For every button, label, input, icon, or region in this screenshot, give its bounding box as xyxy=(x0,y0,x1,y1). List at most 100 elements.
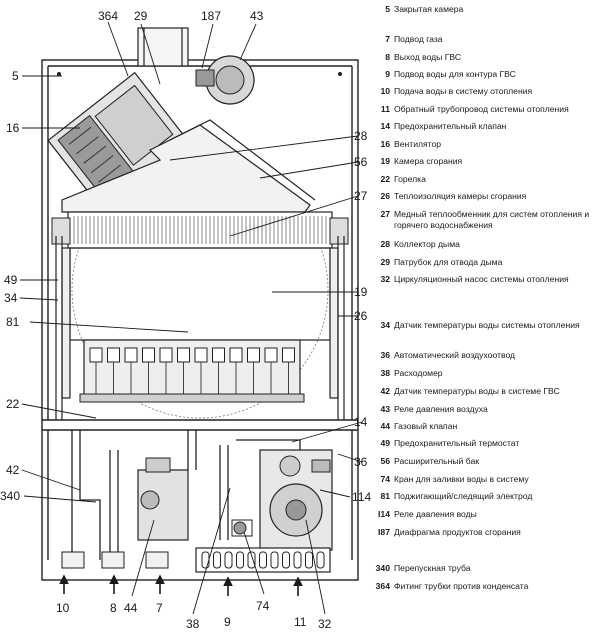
legend-item: 38 Расходомер xyxy=(372,368,600,379)
grille-slot xyxy=(316,551,325,569)
callout-26: 26 xyxy=(354,309,368,323)
legend-text: Расходомер xyxy=(394,368,443,378)
gas-valve xyxy=(137,457,189,541)
legend-text: Подвод воды для контура ГВС xyxy=(394,69,516,79)
legend-item: 74 Кран для заливки воды в систему xyxy=(372,474,600,485)
grille-slot xyxy=(236,551,244,569)
burner-jet xyxy=(142,347,155,363)
legend-number: I14 xyxy=(378,509,390,519)
callout-22: 22 xyxy=(6,397,20,411)
legend-text: Кран для заливки воды в систему xyxy=(394,474,529,484)
legend-item: 34 Датчик температуры воды системы отопле… xyxy=(372,320,600,331)
legend-number: 36 xyxy=(380,350,390,360)
callout-340: 340 xyxy=(0,489,20,503)
callout-81: 81 xyxy=(6,315,20,329)
callout-74: 74 xyxy=(256,599,270,613)
legend-text: Коллектор дыма xyxy=(394,239,460,249)
legend-number: 38 xyxy=(380,368,390,378)
legend-text: Реле давления воды xyxy=(394,509,477,519)
callout-43: 43 xyxy=(250,9,264,23)
legend-number: 49 xyxy=(380,438,390,448)
bottom-connections xyxy=(61,551,169,569)
grille-slot xyxy=(305,551,313,569)
legend-text: Обратный трубопровод системы отопления xyxy=(394,104,569,114)
legend-number: 10 xyxy=(380,86,390,96)
legend-number: 364 xyxy=(375,581,390,591)
callout-34: 34 xyxy=(4,291,18,305)
legend-number: 42 xyxy=(380,386,390,396)
callout-5: 5 xyxy=(12,69,19,83)
legend-number: 29 xyxy=(380,257,390,267)
grille-slot xyxy=(282,551,290,569)
burner-jet xyxy=(282,347,295,363)
combustion-outline xyxy=(71,161,329,419)
legend-text: Фитинг трубки против конденсата xyxy=(394,581,529,591)
callout-16: 16 xyxy=(6,121,20,135)
callout-14: 14 xyxy=(354,415,368,429)
legend-number: I87 xyxy=(378,527,390,537)
grille-slot xyxy=(213,551,221,569)
legend-number: 16 xyxy=(380,139,390,149)
legend-text: Предохранительный клапан xyxy=(394,121,507,131)
air-pressure-switch xyxy=(195,55,255,105)
legend-number: 19 xyxy=(380,156,390,166)
grille-slot xyxy=(293,551,302,569)
legend-item: 27 Медный теплообменник для систем отопле… xyxy=(372,209,600,230)
legend-text: Циркуляционный насос системы отопления xyxy=(394,274,569,284)
grille-slot xyxy=(259,551,267,569)
flue-outlet xyxy=(137,27,189,67)
legend-text: Датчик температуры воды системы отоплени… xyxy=(394,320,580,330)
legend-number: 74 xyxy=(380,474,390,484)
burner-jet xyxy=(107,347,120,363)
connection-arrows xyxy=(59,574,303,596)
legend-text: Закрытая камера xyxy=(394,4,464,14)
grille-slot xyxy=(270,551,279,569)
burner-jet xyxy=(212,347,225,363)
legend-text: Подача воды в систему отопления xyxy=(394,86,533,96)
legend-number: 44 xyxy=(380,421,390,431)
legend-text: Расширительный бак xyxy=(394,456,479,466)
callout-49: 49 xyxy=(4,273,18,287)
legend-text: Медный теплообменник для систем отоплени… xyxy=(394,209,590,230)
legend-item: 44 Газовый клапан xyxy=(372,421,600,432)
legend-number: 27 xyxy=(380,209,390,219)
callout-38: 38 xyxy=(186,617,200,631)
bottom-grille xyxy=(195,547,331,573)
burner-jet xyxy=(264,347,278,363)
callout-32: 32 xyxy=(318,617,332,631)
callout-9: 9 xyxy=(224,615,231,629)
callout-364: 364 xyxy=(98,9,118,23)
callout-44: 44 xyxy=(124,601,138,615)
burner-jet xyxy=(194,347,208,363)
legend-text: Подвод газа xyxy=(394,34,443,44)
legend-number: 34 xyxy=(380,320,390,330)
callout-29: 29 xyxy=(134,9,148,23)
boiler-casing xyxy=(41,59,359,581)
legend-text: Газовый клапан xyxy=(394,421,458,431)
legend-number: 340 xyxy=(375,563,390,573)
callout-11: 11 xyxy=(294,615,307,629)
callout-187: 187 xyxy=(201,9,221,23)
burner-jet xyxy=(89,347,103,363)
callout-27: 27 xyxy=(354,189,368,203)
legend-text: Автоматический воздухоотвод xyxy=(394,350,516,360)
legend-item: 364 Фитинг трубки против конденсата xyxy=(372,581,600,592)
legend-text: Теплоизоляция камеры сгорания xyxy=(394,191,527,201)
callout-28: 28 xyxy=(354,129,368,143)
burner-jet xyxy=(247,347,260,363)
grille-slot xyxy=(247,551,256,569)
circulation-pump xyxy=(259,449,333,551)
